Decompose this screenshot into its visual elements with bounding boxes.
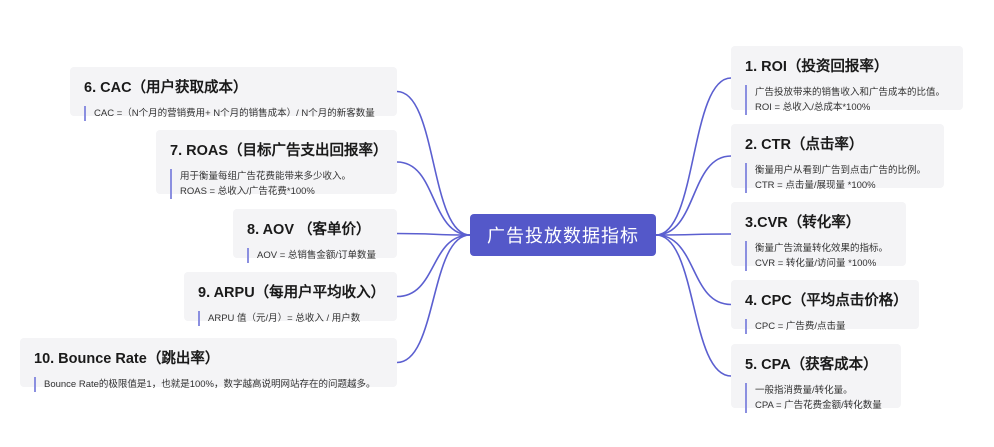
node-aov-title: 8. AOV （客单价） xyxy=(247,222,371,238)
node-cpa-line-1: 一般指消费量/转化量。 xyxy=(755,385,853,396)
connector-node-aov xyxy=(396,232,471,236)
node-bounce-rate-line-1: Bounce Rate的极限值是1，也就是100%，数字越高说明网站存在的问题越… xyxy=(44,379,376,390)
node-cvr-title: 3.CVR（转化率） xyxy=(745,215,861,231)
node-roi-line-2: ROI = 总收入/总成本*100% xyxy=(755,102,871,113)
node-cpa-title: 5. CPA（获客成本） xyxy=(745,357,878,373)
node-roas[interactable]: 7. ROAS（目标广告支出回报率） 用于衡量每组广告花费能带来多少收入。 RO… xyxy=(156,130,397,199)
node-aov[interactable]: 8. AOV （客单价） AOV = 总销售金额/订单数量 xyxy=(233,209,397,263)
node-arpu-line-1: ARPU 值（元/月）= 总收入 / 用户数 xyxy=(208,313,361,324)
node-cvr-description: 衡量广告流量转化效果的指标。 CVR = 转化量/访问量 *100% xyxy=(745,241,894,271)
node-cpa-line-2: CPA = 广告花费金额/转化数量 xyxy=(755,400,882,411)
node-cpc-title: 4. CPC（平均点击价格） xyxy=(745,293,908,309)
connector-node-cac xyxy=(396,90,471,236)
node-cac-line-1: CAC =（N个月的营销费用+ N个月的销售成本）/ N个月的新客数量 xyxy=(94,108,375,119)
node-arpu-description: ARPU 值（元/月）= 总收入 / 用户数 xyxy=(198,311,385,326)
connector-node-roi xyxy=(655,77,732,236)
node-cac[interactable]: 6. CAC（用户获取成本） CAC =（N个月的营销费用+ N个月的销售成本）… xyxy=(70,67,397,121)
node-ctr-title: 2. CTR（点击率） xyxy=(745,137,864,153)
connector-node-bounce-rate xyxy=(396,234,471,364)
node-cvr[interactable]: 3.CVR（转化率） 衡量广告流量转化效果的指标。 CVR = 转化量/访问量 … xyxy=(731,202,906,271)
node-cac-description: CAC =（N个月的营销费用+ N个月的销售成本）/ N个月的新客数量 xyxy=(84,106,385,121)
node-cpc-line-1: CPC = 广告费/点击量 xyxy=(755,321,846,332)
node-roi-title: 1. ROI（投资回报率） xyxy=(745,59,889,75)
node-cac-title: 6. CAC（用户获取成本） xyxy=(84,80,248,96)
node-roas-line-2: ROAS = 总收入/广告花费*100% xyxy=(180,186,315,197)
node-roas-title: 7. ROAS（目标广告支出回报率） xyxy=(170,143,388,159)
node-ctr-description: 衡量用户从看到广告到点击广告的比例。 CTR = 点击量/展现量 *100% xyxy=(745,163,932,193)
node-ctr-line-1: 衡量用户从看到广告到点击广告的比例。 xyxy=(755,165,927,176)
node-cvr-line-1: 衡量广告流量转化效果的指标。 xyxy=(755,243,889,254)
node-cpa-description: 一般指消费量/转化量。 CPA = 广告花费金额/转化数量 xyxy=(745,383,889,413)
node-bounce-rate-title: 10. Bounce Rate（跳出率） xyxy=(34,351,220,367)
connector-node-cpa xyxy=(655,234,732,377)
central-topic[interactable]: 广告投放数据指标 xyxy=(470,214,656,256)
node-ctr-line-2: CTR = 点击量/展现量 *100% xyxy=(755,180,876,191)
node-arpu-title: 9. ARPU（每用户平均收入） xyxy=(198,285,386,301)
node-bounce-rate[interactable]: 10. Bounce Rate（跳出率） Bounce Rate的极限值是1，也… xyxy=(20,338,397,392)
node-cpc[interactable]: 4. CPC（平均点击价格） CPC = 广告费/点击量 xyxy=(731,280,919,334)
node-roi-line-1: 广告投放带来的销售收入和广告成本的比值。 xyxy=(755,87,946,98)
connector-node-roas xyxy=(396,161,471,236)
node-roas-line-1: 用于衡量每组广告花费能带来多少收入。 xyxy=(180,171,352,182)
connector-node-cpc xyxy=(655,234,732,306)
node-aov-line-1: AOV = 总销售金额/订单数量 xyxy=(257,250,377,261)
node-aov-description: AOV = 总销售金额/订单数量 xyxy=(247,248,385,263)
node-roas-description: 用于衡量每组广告花费能带来多少收入。 ROAS = 总收入/广告花费*100% xyxy=(170,169,385,199)
connector-node-ctr xyxy=(655,155,732,236)
node-bounce-rate-description: Bounce Rate的极限值是1，也就是100%，数字越高说明网站存在的问题越… xyxy=(34,377,385,392)
central-topic-label: 广告投放数据指标 xyxy=(487,226,639,246)
node-cvr-line-2: CVR = 转化量/访问量 *100% xyxy=(755,258,877,269)
connector-node-arpu xyxy=(396,234,471,298)
node-roi[interactable]: 1. ROI（投资回报率） 广告投放带来的销售收入和广告成本的比值。 ROI =… xyxy=(731,46,963,115)
node-cpa[interactable]: 5. CPA（获客成本） 一般指消费量/转化量。 CPA = 广告花费金额/转化… xyxy=(731,344,901,413)
node-arpu[interactable]: 9. ARPU（每用户平均收入） ARPU 值（元/月）= 总收入 / 用户数 xyxy=(184,272,397,326)
node-cpc-description: CPC = 广告费/点击量 xyxy=(745,319,907,334)
connector-node-cvr xyxy=(655,233,732,236)
node-roi-description: 广告投放带来的销售收入和广告成本的比值。 ROI = 总收入/总成本*100% xyxy=(745,85,951,115)
node-ctr[interactable]: 2. CTR（点击率） 衡量用户从看到广告到点击广告的比例。 CTR = 点击量… xyxy=(731,124,944,193)
